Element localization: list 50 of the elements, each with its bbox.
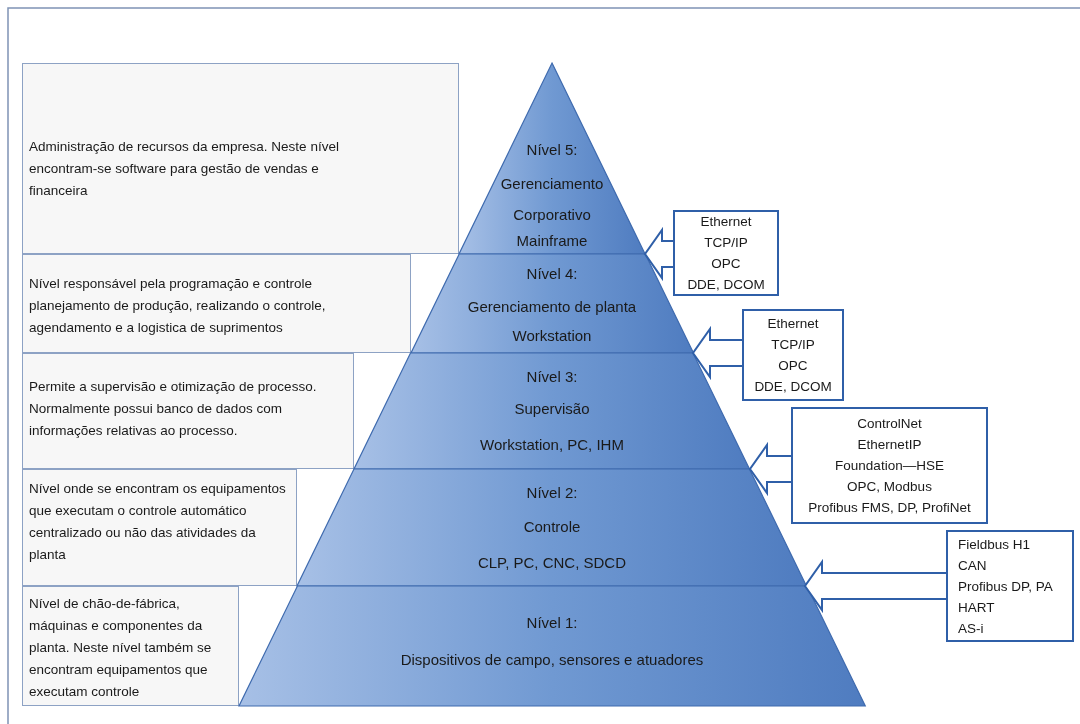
description-panel — [22, 586, 239, 706]
protocol-text: Foundation—HSE — [835, 457, 944, 475]
protocol-callout — [791, 407, 988, 524]
description-text: Permite a supervisão e otimização de processo. Normalmente possui banco de dados com informações relativas ao processo. — [29, 378, 318, 440]
protocol-text: OPC — [778, 357, 808, 375]
protocol-text: OPC, Modbus — [847, 478, 932, 496]
description-text: Nível onde se encontram os equipamentos que executam o controle automático centralizado ou não das atividades da planta — [29, 480, 287, 564]
level-text: CLP, PC, CNC, SDCD — [476, 553, 628, 572]
description-panel — [22, 353, 355, 469]
protocol-callout — [742, 309, 844, 401]
protocol-text: AS-i — [958, 619, 984, 638]
protocol-text: DDE, DCOM — [687, 276, 765, 294]
protocol-text: HART — [958, 598, 995, 617]
callout-pointer — [691, 325, 744, 381]
description-text: Nível de chão-de-fábrica, máquinas e componentes da planta. Neste nível também se encontram equipamentos que executam controle — [29, 595, 213, 701]
protocol-text: Ethernet — [700, 213, 752, 231]
protocol-text: Profibus FMS, DP, ProfiNet — [808, 499, 971, 517]
level-title: Nível 3: — [525, 367, 579, 386]
callout-pointer — [748, 441, 793, 497]
level-text: Supervisão — [513, 399, 591, 418]
protocol-text: Ethernet — [767, 315, 819, 333]
level-text: Mainframe — [515, 231, 589, 250]
level-text: Gerenciamento de planta — [466, 297, 638, 316]
description-text: Administração de recursos da empresa. Neste nível encontram-se software para gestão de vendas e financeira — [29, 138, 340, 200]
protocol-text: Profibus DP, PA — [958, 577, 1053, 596]
protocol-text: ControlNet — [857, 415, 922, 433]
description-panel — [22, 63, 459, 254]
protocol-callout — [673, 210, 779, 296]
description-panel — [22, 469, 298, 586]
level-text: Workstation — [511, 326, 593, 345]
level-title: Nível 1: — [525, 613, 579, 632]
description-panel — [22, 254, 411, 353]
level-text: Controle — [522, 517, 582, 536]
protocol-text: TCP/IP — [704, 234, 748, 252]
level-text: Dispositivos de campo, sensores e atuadores — [399, 650, 705, 669]
protocol-callout — [946, 530, 1074, 642]
protocol-text: Fieldbus H1 — [958, 535, 1031, 554]
level-text: Gerenciamento Corporativo — [499, 174, 605, 225]
protocol-text: DDE, DCOM — [754, 378, 832, 396]
level-title: Nível 4: — [525, 264, 579, 283]
callout-pointer — [803, 558, 948, 614]
protocol-text: CAN — [958, 556, 987, 575]
description-text: Nível responsável pela programação e controle planejamento de produção, realizando o controle, agendamento e a logistica de suprimentos — [29, 275, 327, 337]
level-text: Workstation, PC, IHM — [479, 435, 625, 454]
protocol-text: TCP/IP — [771, 336, 815, 354]
callout-pointer — [643, 226, 675, 282]
level-title: Nível 2: — [525, 483, 579, 502]
protocol-text: OPC — [711, 255, 741, 273]
protocol-text: EthernetIP — [857, 436, 922, 454]
level-title: Nível 5: — [525, 140, 579, 159]
